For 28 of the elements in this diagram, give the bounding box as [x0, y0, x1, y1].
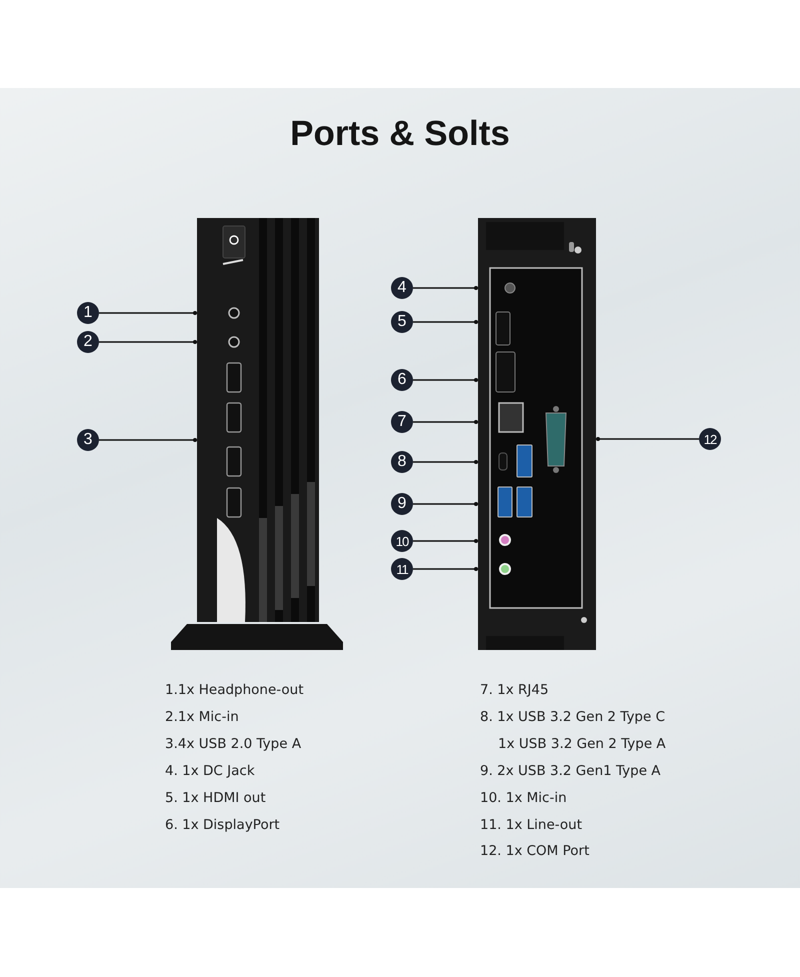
leader-line [413, 378, 478, 382]
spec-text: 7. 1x RJ45 [480, 682, 549, 698]
spec-text: 4. 1x DC Jack [165, 763, 255, 779]
spec-text: 12. 1x COM Port [480, 843, 590, 859]
leader-line [413, 286, 478, 290]
spec-text: 10. 1x Mic-in [480, 790, 567, 806]
spec-text: 8. 1x USB 3.2 Gen 2 Type C [480, 709, 666, 725]
title: Ports & Solts [289, 114, 511, 154]
leader-line [413, 539, 478, 543]
spec-text: 2.1x Mic-in [165, 709, 239, 725]
leader-line [413, 420, 478, 424]
leader-line [99, 438, 197, 442]
leader-line [413, 460, 478, 464]
mini-pc-front-drawing [197, 218, 319, 622]
spec-text: 6. 1x DisplayPort [165, 817, 280, 833]
leader-line [413, 502, 478, 506]
leader-line [99, 311, 197, 315]
spec-text: 9. 2x USB 3.2 Gen1 Type A [480, 763, 661, 779]
spec-text: 11. 1x Line-out [480, 817, 582, 833]
leader-line [596, 437, 699, 441]
spec-text: 5. 1x HDMI out [165, 790, 266, 806]
leader-line [413, 567, 478, 571]
leader-line [99, 340, 197, 344]
spec-text: 1x USB 3.2 Gen 2 Type A [498, 736, 666, 752]
spec-text: 1.1x Headphone-out [165, 682, 304, 698]
leader-line [413, 320, 478, 324]
mini-pc-rear-drawing [478, 218, 596, 650]
spec-text: 3.4x USB 2.0 Type A [165, 736, 302, 752]
